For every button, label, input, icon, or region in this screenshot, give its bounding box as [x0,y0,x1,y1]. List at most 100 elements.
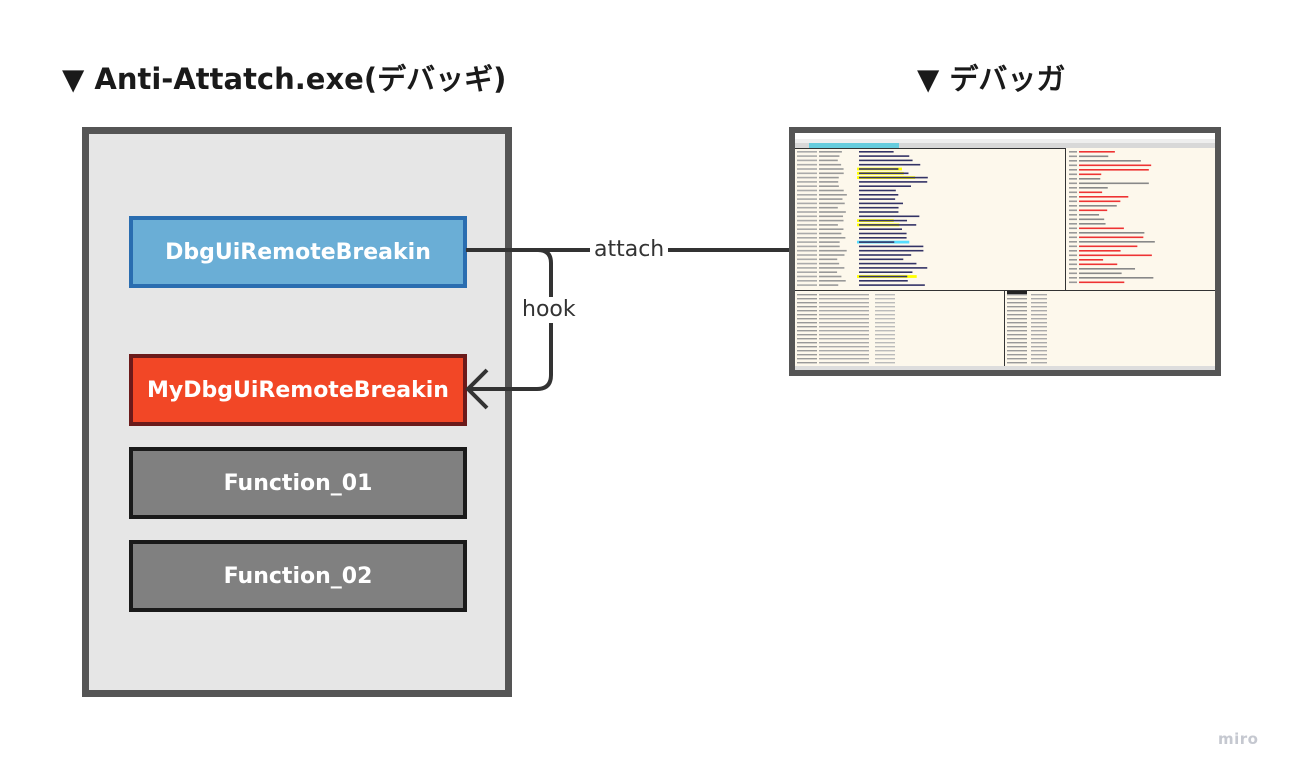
debugger-detail [797,310,817,312]
debugger-detail [859,228,902,230]
debugger-detail [797,284,817,286]
debugger-detail [819,228,844,230]
debugger-detail [797,185,817,187]
debugger-detail [819,151,842,153]
debugger-detail [797,294,817,296]
debugger-detail [797,151,817,153]
debugger-detail [875,294,895,296]
debugger-detail [1069,191,1077,194]
debugger-detail [859,219,908,222]
debugger-detail [859,241,895,243]
debugger-detail [1007,310,1027,312]
debugger-detail [819,211,846,213]
debugger-detail [797,159,817,162]
debugger-detail [1079,155,1109,158]
function-01-box[interactable]: Function_01 [129,447,467,519]
debugger-detail [797,181,817,183]
debugger-detail [1007,334,1027,336]
debugger-detail [819,172,844,175]
debugger-detail [819,338,869,340]
debugger-detail [819,284,839,286]
debugger-detail [1079,277,1154,279]
debugger-detail [1079,173,1102,176]
debugger-detail [859,206,899,209]
debugger-detail [819,280,846,282]
debugger-detail [1069,241,1077,243]
debugger-detail [875,358,895,360]
debugger-detail [819,176,839,179]
debugger-detail [819,334,869,336]
debugger-detail [797,334,817,336]
debugger-detail [859,275,908,278]
debugger-detail [859,176,928,179]
debugger-titlebar [795,133,1215,139]
arrowhead-icon [465,368,489,410]
debugger-detail [1069,209,1077,212]
debugger-detail [1079,164,1152,167]
debugger-detail [875,314,895,316]
debugger-detail [819,362,869,364]
debugger-detail [1069,187,1077,189]
debugger-detail [1069,281,1077,284]
debugger-detail [819,232,842,235]
debugger-detail [1007,314,1027,316]
debugger-detail [1031,342,1047,344]
debugger-detail [1079,281,1125,284]
debugger-detail [859,262,917,265]
debugger-detail [1079,245,1138,248]
debugger-detail [1007,291,1027,294]
debugger-detail [1031,298,1047,300]
debugger-detail [819,202,845,205]
debugger-detail [797,262,817,265]
debugger-detail [1069,169,1077,171]
debugger-detail [1007,330,1027,332]
debugger-detail [859,280,908,282]
debugger-detail [797,330,817,332]
debugger-detail [1031,354,1047,356]
debugger-toolbar-buttons [809,143,899,148]
debugger-detail [1007,326,1027,328]
debugger-detail [797,241,817,243]
debugger-detail [859,271,913,273]
debugger-detail [797,354,817,356]
debugger-detail [1079,254,1152,257]
debugger-detail [819,224,838,226]
debugger-detail [797,194,817,196]
debugger-detail [1007,342,1027,344]
debugger-detail [797,350,817,352]
debugger-detail [1004,290,1005,366]
dbguiremotebreakin-box[interactable]: DbgUiRemoteBreakin [129,216,467,288]
debugger-detail [875,322,895,324]
debugger-detail [859,194,899,196]
debugger-detail [797,215,817,218]
debugger-detail [1079,169,1149,171]
debugger-image [795,133,1215,370]
debugger-detail [797,198,817,200]
debugger-detail [1007,302,1027,304]
debugger-detail [1031,338,1047,340]
debugger-detail [859,258,904,261]
debugger-detail [1069,272,1077,275]
debugger-detail [797,172,817,175]
debugger-detail [1031,326,1047,328]
function-02-box[interactable]: Function_02 [129,540,467,612]
debugger-detail [875,346,895,348]
debugger-detail [797,326,817,328]
debugger-detail [1079,268,1136,270]
debugger-detail [1069,160,1077,162]
debugger-detail [875,326,895,328]
debugger-detail [875,298,895,300]
debugger-detail [797,342,817,344]
debugger-detail [819,298,869,300]
debugger-detail [797,211,817,213]
debugger-detail [797,298,817,300]
debugger-detail [1069,227,1077,230]
debugger-detail [859,185,912,187]
debugger-detail [1007,306,1027,308]
debugger-detail [859,245,924,248]
debugger-detail [1031,318,1047,320]
debugger-detail [819,302,869,304]
debugger-detail [1031,334,1047,336]
debugger-detail [797,219,817,222]
mydbguiremotebreakin-box[interactable]: MyDbgUiRemoteBreakin [129,354,467,426]
